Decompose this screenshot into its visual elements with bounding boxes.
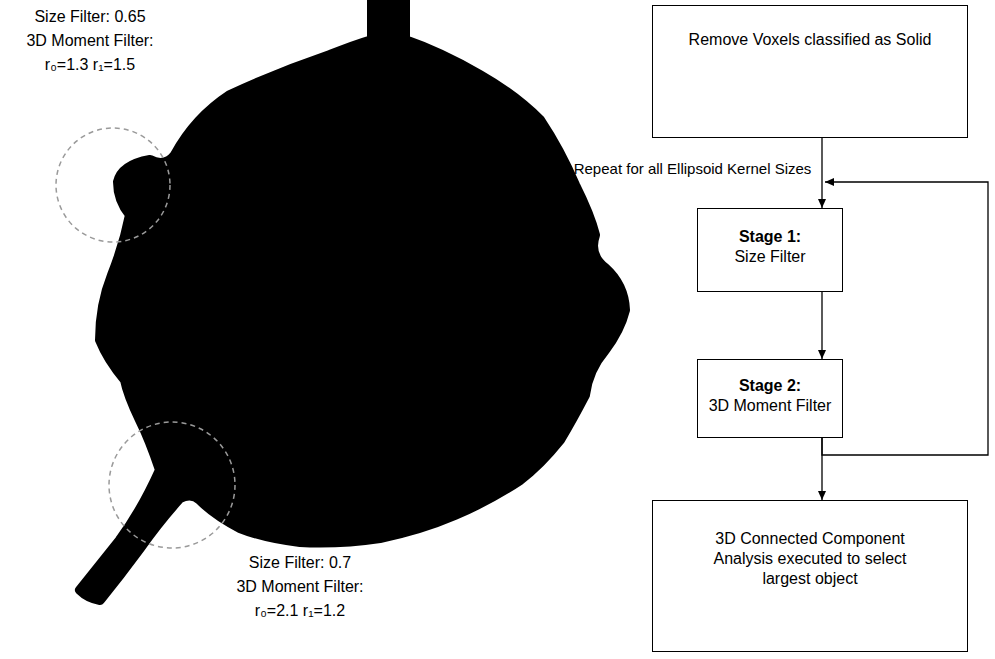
process-text: Remove Voxels classified as Solid xyxy=(689,30,932,50)
annotation-text: r₀=2.1 r₁=1.2 xyxy=(215,601,385,620)
voxel-blob xyxy=(80,0,625,600)
process-box: 3D Connected Component Analysis executed… xyxy=(652,500,968,652)
dashed-callout-circle xyxy=(56,128,170,242)
stage-box: Stage 2:3D Moment Filter xyxy=(697,359,843,438)
loop-arrow xyxy=(822,182,988,455)
stage-heading: Stage 2: xyxy=(739,376,801,396)
loop-note: Repeat for all Ellipsoid Kernel Sizes xyxy=(570,160,815,178)
stage-text: 3D Moment Filter xyxy=(709,396,832,416)
annotation-text: 3D Moment Filter: xyxy=(5,31,175,50)
flow-arrow xyxy=(821,138,822,208)
process-box: Remove Voxels classified as Solid xyxy=(652,5,968,138)
flow-arrow xyxy=(821,292,822,359)
stage-box: Stage 1:Size Filter xyxy=(697,208,843,292)
annotation-text: Size Filter: 0.7 xyxy=(215,553,385,572)
annotation-text: r₀=1.3 r₁=1.5 xyxy=(5,55,175,74)
stage-text: Size Filter xyxy=(734,247,805,267)
annotation-text: 3D Moment Filter: xyxy=(215,577,385,596)
dashed-callout-circle xyxy=(109,422,235,548)
annotation-text: Size Filter: 0.65 xyxy=(5,7,175,26)
process-text: 3D Connected Component Analysis executed… xyxy=(698,529,923,589)
stage-heading: Stage 1: xyxy=(739,227,801,247)
